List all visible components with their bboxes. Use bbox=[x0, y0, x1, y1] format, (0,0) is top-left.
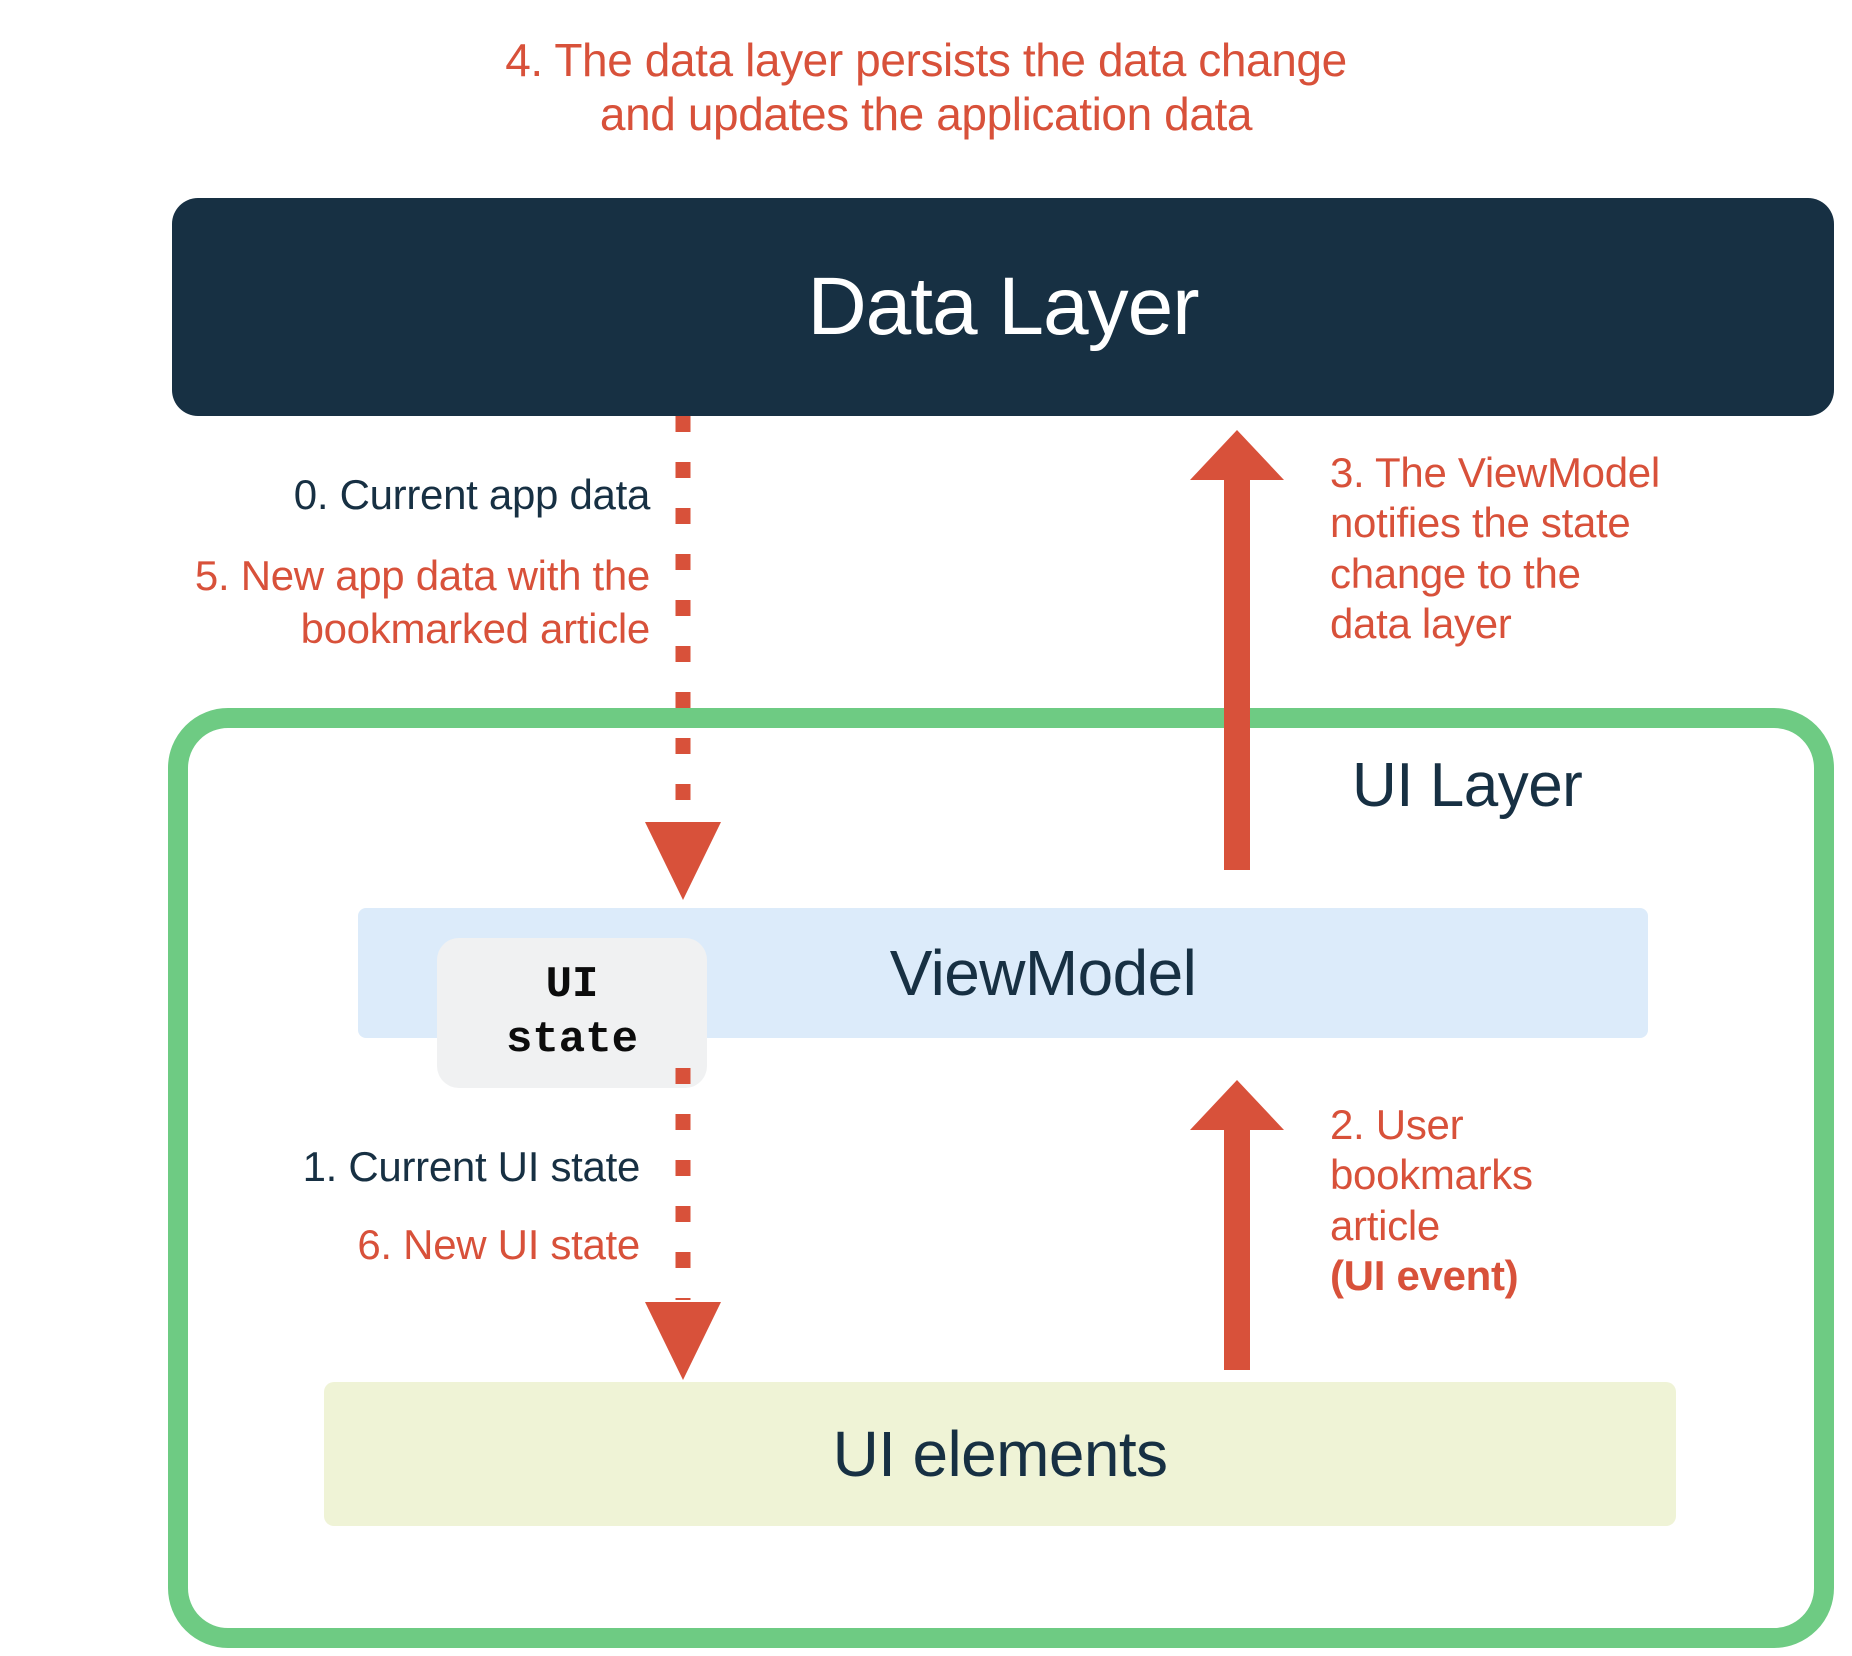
step-4-caption: 4. The data layer persists the data chan… bbox=[505, 34, 1347, 140]
step-1-caption: 1. Current UI state bbox=[302, 1143, 641, 1190]
viewmodel-box: ViewModel bbox=[358, 908, 1648, 1038]
viewmodel-title: ViewModel bbox=[889, 937, 1197, 1009]
ui-elements-title: UI elements bbox=[832, 1418, 1168, 1490]
step-2-caption-emphasis: (UI event) bbox=[1330, 1252, 1519, 1300]
step-2-caption-plain: 2. User bookmarks article bbox=[1330, 1101, 1533, 1249]
step-2-caption: 2. User bookmarks article (UI event) bbox=[1330, 1100, 1680, 1302]
ui-state-chip: UI state bbox=[437, 938, 707, 1088]
data-layer-box: Data Layer bbox=[172, 198, 1834, 416]
ui-state-chip-line-1: UI bbox=[545, 960, 599, 1010]
step-0-caption: 0. Current app data bbox=[293, 471, 651, 518]
step-5-caption: 5. New app data with the bookmarked arti… bbox=[194, 552, 650, 652]
ui-elements-box: UI elements bbox=[324, 1382, 1676, 1526]
step-3-caption: 3. The ViewModel notifies the state chan… bbox=[1330, 449, 1660, 648]
ui-state-chip-line-2: state bbox=[505, 1015, 639, 1065]
data-layer-title: Data Layer bbox=[807, 261, 1199, 352]
step-6-caption: 6. New UI state bbox=[357, 1221, 640, 1268]
ui-layer-title: UI Layer bbox=[1352, 751, 1583, 820]
ui-layer-container bbox=[168, 708, 1834, 1648]
